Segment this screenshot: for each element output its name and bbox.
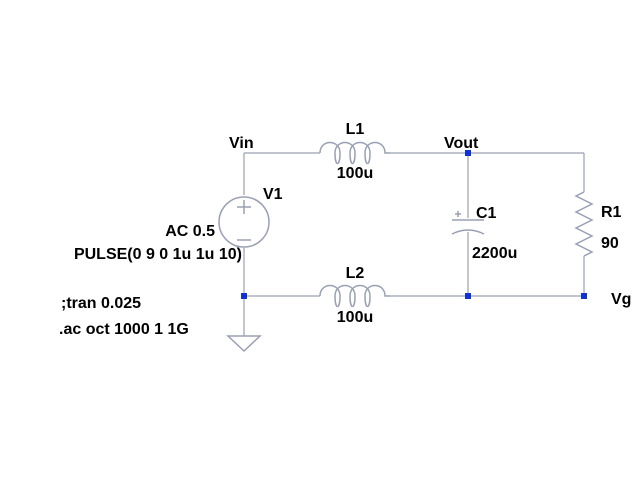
node-ground xyxy=(241,293,247,299)
resistor-r1[interactable] xyxy=(574,191,594,257)
voltage-source-v1[interactable] xyxy=(218,196,270,248)
r1-value: 90 xyxy=(601,235,619,252)
l1-name: L1 xyxy=(346,121,365,138)
wires xyxy=(243,152,585,336)
node-vg xyxy=(581,293,587,299)
r1-name: R1 xyxy=(601,204,622,221)
c1-value: 2200u xyxy=(472,245,517,262)
net-label-vg: Vg xyxy=(611,291,631,308)
inductor-l2[interactable] xyxy=(319,284,390,308)
v1-ac-value: AC 0.5 xyxy=(165,223,215,240)
net-label-vin: Vin xyxy=(229,135,254,152)
capacitor-c1[interactable] xyxy=(451,211,485,235)
directive-ac: .ac oct 1000 1 1G xyxy=(59,321,189,338)
node-vout xyxy=(465,150,471,156)
l2-name: L2 xyxy=(346,265,365,282)
c1-name: C1 xyxy=(476,205,497,222)
v1-pulse-value: PULSE(0 9 0 1u 1u 10) xyxy=(74,246,242,263)
inductor-l1[interactable] xyxy=(319,141,390,165)
directive-tran: ;tran 0.025 xyxy=(61,295,141,312)
l1-value: 100u xyxy=(337,165,373,182)
ground-symbol xyxy=(226,335,262,353)
node-markers xyxy=(241,150,587,299)
l2-value: 100u xyxy=(337,309,373,326)
node-c1-bottom xyxy=(465,293,471,299)
net-label-vout: Vout xyxy=(444,135,479,152)
v1-name: V1 xyxy=(263,186,283,203)
